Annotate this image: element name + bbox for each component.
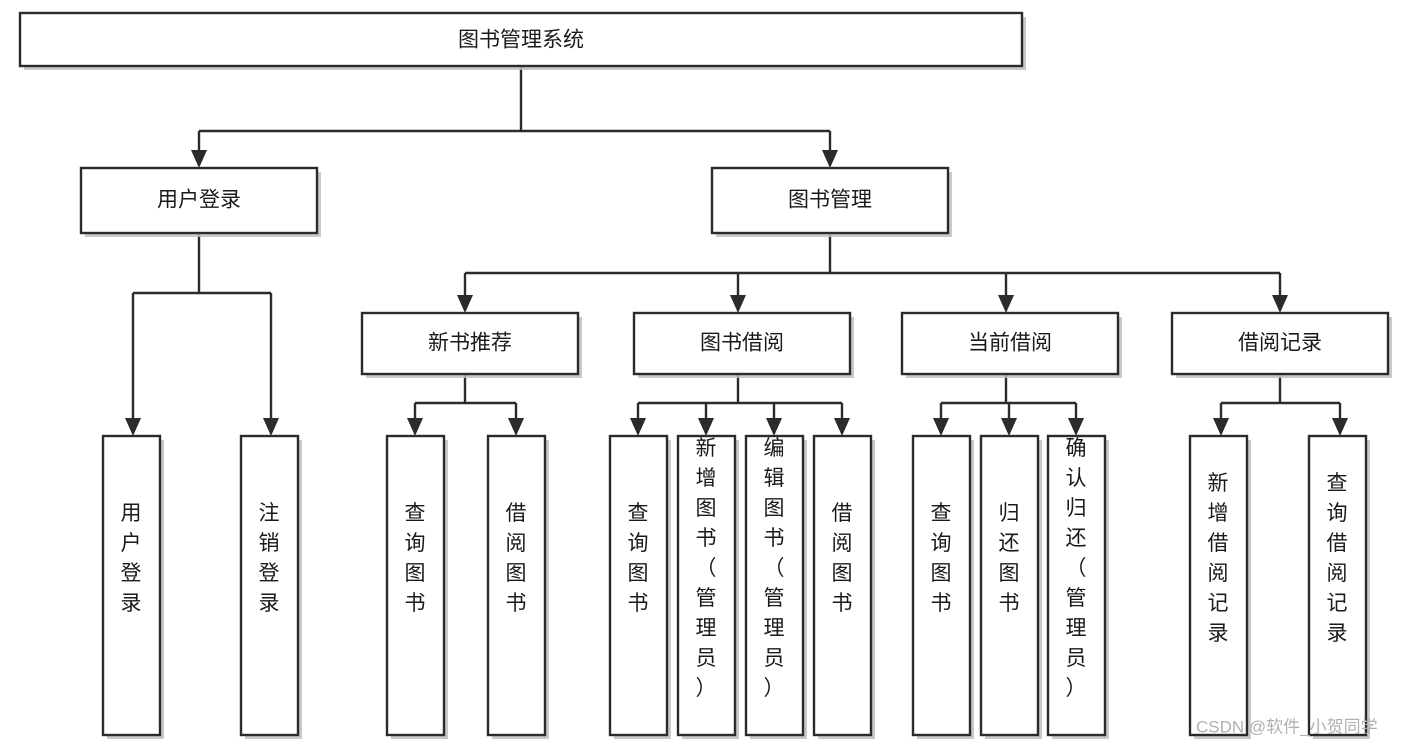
arrowhead-leaf-user-login — [125, 418, 141, 436]
arrowhead-leaf-return-book — [1001, 418, 1017, 436]
node-leaf-query-book-2-box[interactable] — [608, 434, 669, 737]
node-leaf-return-book-box[interactable] — [979, 434, 1040, 737]
node-root-label: 图书管理系统 — [458, 29, 584, 52]
node-leaf-query-book-1[interactable]: 查询图书 — [385, 434, 448, 739]
arrowhead-leaf-borrow-book-1 — [508, 418, 524, 436]
node-current-borrow-label: 当前借阅 — [968, 332, 1052, 355]
node-leaf-add-record[interactable]: 新增借阅记录 — [1188, 434, 1251, 739]
node-leaf-user-login-box[interactable] — [101, 434, 162, 737]
arrowhead-leaf-query-book-1 — [407, 418, 423, 436]
connector-group-current-borrow-to-leaves — [933, 374, 1084, 436]
arrowhead-book-borrow — [730, 295, 746, 313]
node-leaf-borrow-book-1-label: 借阅图书 — [506, 502, 527, 615]
node-leaf-query-record-box[interactable] — [1307, 434, 1368, 737]
arrowhead-current-borrow — [998, 295, 1014, 313]
node-book-management[interactable]: 图书管理 — [710, 166, 952, 237]
node-leaf-borrow-book-2-box[interactable] — [812, 434, 873, 737]
node-leaf-edit-book-label: 编辑图书（管理员） — [764, 437, 785, 700]
arrowhead-user-login — [191, 150, 207, 168]
node-leaf-query-record-label: 查询借阅记录 — [1327, 472, 1348, 645]
node-leaf-borrow-book-1[interactable]: 借阅图书 — [486, 434, 549, 739]
node-root[interactable]: 图书管理系统 — [18, 11, 1026, 70]
node-book-management-label: 图书管理 — [788, 189, 872, 212]
node-leaf-logout-box[interactable] — [239, 434, 300, 737]
node-leaf-edit-book-box[interactable] — [744, 434, 805, 737]
connector-group-borrow-record-to-leaves — [1213, 374, 1348, 436]
node-leaf-query-book-3-box[interactable] — [911, 434, 972, 737]
node-book-borrow[interactable]: 图书借阅 — [632, 311, 854, 378]
connector-group-book-management-to-level3 — [457, 233, 1288, 313]
arrowhead-leaf-add-record — [1213, 418, 1229, 436]
node-book-borrow-label: 图书借阅 — [700, 332, 784, 355]
node-leaf-edit-book[interactable]: 编辑图书（管理员） — [744, 434, 807, 739]
node-leaf-add-book-box[interactable] — [676, 434, 737, 737]
arrowhead-leaf-add-book — [698, 418, 714, 436]
arrowhead-book-management — [822, 150, 838, 168]
node-leaf-add-book-label: 新增图书（管理员） — [696, 437, 717, 700]
node-user-login-box[interactable] — [79, 166, 319, 235]
node-user-login-label: 用户登录 — [157, 189, 241, 212]
connector-group-user-login-to-leaves — [125, 233, 279, 436]
node-leaf-query-book-2[interactable]: 查询图书 — [608, 434, 671, 739]
node-new-book-recommend-label: 新书推荐 — [428, 332, 512, 355]
node-leaf-borrow-book-1-box[interactable] — [486, 434, 547, 737]
node-leaf-logout[interactable]: 注销登录 — [239, 434, 302, 739]
connector-group-root-to-level2 — [191, 66, 838, 168]
arrowhead-leaf-query-book-2 — [630, 418, 646, 436]
arrowhead-borrow-record — [1272, 295, 1288, 313]
node-leaf-confirm-return-box[interactable] — [1046, 434, 1107, 737]
node-user-login[interactable]: 用户登录 — [79, 166, 321, 237]
node-leaf-query-book-2-label: 查询图书 — [628, 502, 649, 615]
node-leaf-logout-label: 注销登录 — [259, 502, 280, 615]
node-leaf-query-record[interactable]: 查询借阅记录 — [1307, 434, 1370, 739]
node-borrow-record[interactable]: 借阅记录 — [1170, 311, 1392, 378]
node-book-borrow-box[interactable] — [632, 311, 852, 376]
node-leaf-query-book-3[interactable]: 查询图书 — [911, 434, 974, 739]
node-book-management-box[interactable] — [710, 166, 950, 235]
node-new-book-recommend-box[interactable] — [360, 311, 580, 376]
node-leaf-confirm-return[interactable]: 确认归还（管理员） — [1046, 434, 1109, 739]
node-borrow-record-box[interactable] — [1170, 311, 1390, 376]
node-borrow-record-label: 借阅记录 — [1238, 332, 1322, 355]
arrowhead-leaf-borrow-book-2 — [834, 418, 850, 436]
node-leaf-query-book-1-label: 查询图书 — [405, 502, 426, 615]
arrowhead-leaf-query-record — [1332, 418, 1348, 436]
node-new-book-recommend[interactable]: 新书推荐 — [360, 311, 582, 378]
node-leaf-user-login-label: 用户登录 — [121, 502, 142, 615]
node-current-borrow-box[interactable] — [900, 311, 1120, 376]
node-leaf-add-record-label: 新增借阅记录 — [1208, 472, 1229, 645]
node-root-box[interactable] — [18, 11, 1024, 68]
node-leaf-borrow-book-2-label: 借阅图书 — [832, 502, 853, 615]
node-current-borrow[interactable]: 当前借阅 — [900, 311, 1122, 378]
node-leaf-borrow-book-2[interactable]: 借阅图书 — [812, 434, 875, 739]
arrowhead-leaf-confirm-return — [1068, 418, 1084, 436]
node-leaf-add-book[interactable]: 新增图书（管理员） — [676, 434, 739, 739]
node-leaf-query-book-3-label: 查询图书 — [931, 502, 952, 615]
node-leaf-confirm-return-label: 确认归还（管理员） — [1066, 437, 1087, 700]
node-leaf-return-book[interactable]: 归还图书 — [979, 434, 1042, 739]
node-leaf-add-record-box[interactable] — [1188, 434, 1249, 737]
connector-group-book-borrow-to-leaves — [630, 374, 850, 436]
arrowhead-leaf-edit-book — [766, 418, 782, 436]
arrowhead-new-book-recommend — [457, 295, 473, 313]
node-leaf-user-login[interactable]: 用户登录 — [101, 434, 164, 739]
csdn-watermark: CSDN @软件_小贺同学 — [1196, 717, 1378, 736]
node-leaf-query-book-1-box[interactable] — [385, 434, 446, 737]
arrowhead-leaf-query-book-3 — [933, 418, 949, 436]
node-leaf-return-book-label: 归还图书 — [999, 502, 1020, 615]
connector-group-new-book-recommend-to-leaves — [407, 374, 524, 436]
arrowhead-leaf-logout — [263, 418, 279, 436]
